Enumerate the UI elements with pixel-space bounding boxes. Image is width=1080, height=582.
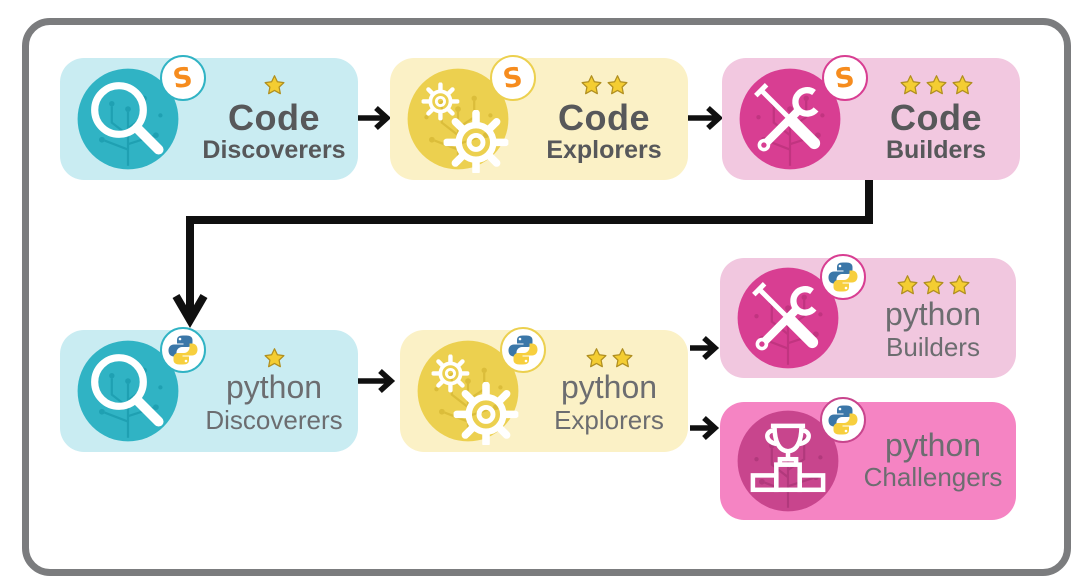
level-emblem <box>734 254 866 374</box>
gears-icon <box>407 68 509 173</box>
level-line2: Discoverers <box>202 135 346 164</box>
level-line1: python <box>560 369 658 406</box>
star-icon <box>922 274 945 297</box>
level-line1: Code <box>228 96 320 138</box>
star-icon <box>263 347 286 370</box>
scratch-badge-icon: S <box>490 55 536 101</box>
star-icon <box>580 74 603 97</box>
python-badge-icon <box>820 254 866 300</box>
gears-icon <box>417 340 519 445</box>
star-icon <box>611 347 634 370</box>
scratch-badge-icon: S <box>822 55 868 101</box>
stars <box>263 74 286 98</box>
scratch-badge-icon: S <box>160 55 206 101</box>
tools-icon <box>737 267 839 369</box>
level-emblem: S <box>404 55 536 175</box>
magnifier-icon <box>77 68 179 170</box>
scratch-letter: S <box>501 61 525 95</box>
level-emblem <box>414 327 546 447</box>
node-code-builders: S Code Builders <box>722 55 1020 180</box>
node-python-challengers: python Challengers <box>720 397 1016 520</box>
node-python-explorers: python Explorers <box>400 327 688 452</box>
scratch-letter: S <box>171 61 195 95</box>
star-icon <box>263 74 286 97</box>
level-line2: Builders <box>885 135 987 164</box>
python-badge-icon <box>820 397 866 443</box>
level-line1: python <box>884 296 982 333</box>
level-line2: Explorers <box>546 135 662 164</box>
level-line1: python <box>884 426 982 463</box>
star-icon <box>951 74 974 97</box>
python-badge-icon <box>500 327 546 373</box>
stars <box>896 273 971 297</box>
level-line2: Builders <box>886 331 980 362</box>
level-emblem <box>74 327 206 447</box>
level-line1: Code <box>890 96 982 138</box>
star-icon <box>948 274 971 297</box>
level-line1: python <box>225 369 323 406</box>
stars <box>899 74 974 98</box>
level-line2: Discoverers <box>205 404 343 435</box>
tools-icon <box>739 68 841 170</box>
star-icon <box>925 74 948 97</box>
stars <box>580 74 629 98</box>
stars <box>585 346 634 370</box>
node-code-discoverers: S Code Discoverers <box>60 55 358 180</box>
level-emblem: S <box>74 55 206 175</box>
magnifier-icon <box>77 340 179 442</box>
scratch-letter: S <box>833 61 857 95</box>
level-line1: Code <box>558 96 650 138</box>
level-emblem: S <box>736 55 868 175</box>
trophy-icon <box>737 410 839 512</box>
star-icon <box>585 347 608 370</box>
node-code-explorers: S Code Explorers <box>390 55 688 180</box>
node-python-discoverers: python Discoverers <box>60 327 358 452</box>
node-python-builders: python Builders <box>720 254 1016 378</box>
stars <box>263 346 286 370</box>
level-line2: Explorers <box>554 404 664 435</box>
level-line2: Challengers <box>863 462 1003 493</box>
star-icon <box>896 274 919 297</box>
python-badge-icon <box>160 327 206 373</box>
star-icon <box>899 74 922 97</box>
level-emblem <box>734 397 866 517</box>
star-icon <box>606 74 629 97</box>
